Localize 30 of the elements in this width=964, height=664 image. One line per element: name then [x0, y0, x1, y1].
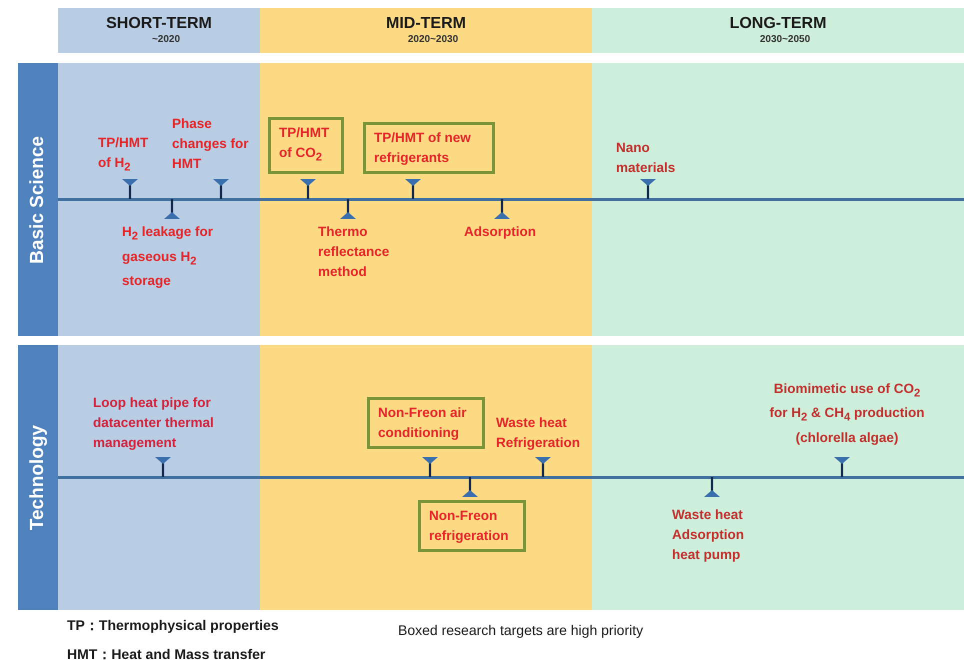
milestone-label: Phase changes for HMT: [172, 114, 260, 174]
note-text: TP：Thermophysical properties: [67, 617, 279, 635]
milestone-label: Nano materials: [616, 138, 696, 178]
period-title: LONG-TERM: [730, 14, 826, 33]
milestone-label: H$_{2}$ leakage for gaseous H$_{2}$ storage: [122, 222, 222, 292]
period-header: [260, 8, 592, 53]
category-label: Technology: [27, 424, 49, 530]
priority-box: Non-Freon refrigeration: [418, 500, 526, 552]
period-years: ~2020: [152, 33, 180, 47]
period-years: 2030~2050: [760, 33, 810, 47]
note-text: Boxed research targets are high priority: [398, 622, 644, 638]
period-header: [592, 8, 964, 53]
priority-box: Non-Freon air conditioning: [367, 397, 485, 449]
category-bar: [18, 345, 58, 610]
period-years: 2020~2030: [408, 33, 458, 47]
period-header: [58, 8, 260, 53]
milestone-label: Thermo reflectance method: [318, 222, 408, 282]
period-title: SHORT-TERM: [106, 14, 212, 33]
category-label: Basic Science: [27, 136, 49, 264]
milestone-label: TP/HMT of H$_{2}$: [98, 133, 158, 178]
priority-box: TP/HMT of CO$_{2}$: [268, 117, 344, 174]
period-title: MID-TERM: [386, 14, 466, 33]
category-bar: [18, 63, 58, 336]
priority-box: TP/HMT of new refrigerants: [363, 122, 495, 174]
milestone-label: Adsorption: [464, 222, 554, 242]
milestone-label: Waste heat Adsorption heat pump: [672, 505, 767, 565]
milestone-label: Biomimetic use of CO$_{2}$ for H$_{2}$ & CH$_{4}$ production (chlorella algae): [768, 378, 926, 448]
milestone-label: Waste heat Refrigeration: [496, 413, 592, 453]
note-text: HMT：Heat and Mass transfer: [67, 646, 266, 664]
milestone-label: Loop heat pipe for datacenter thermal management: [93, 393, 238, 453]
